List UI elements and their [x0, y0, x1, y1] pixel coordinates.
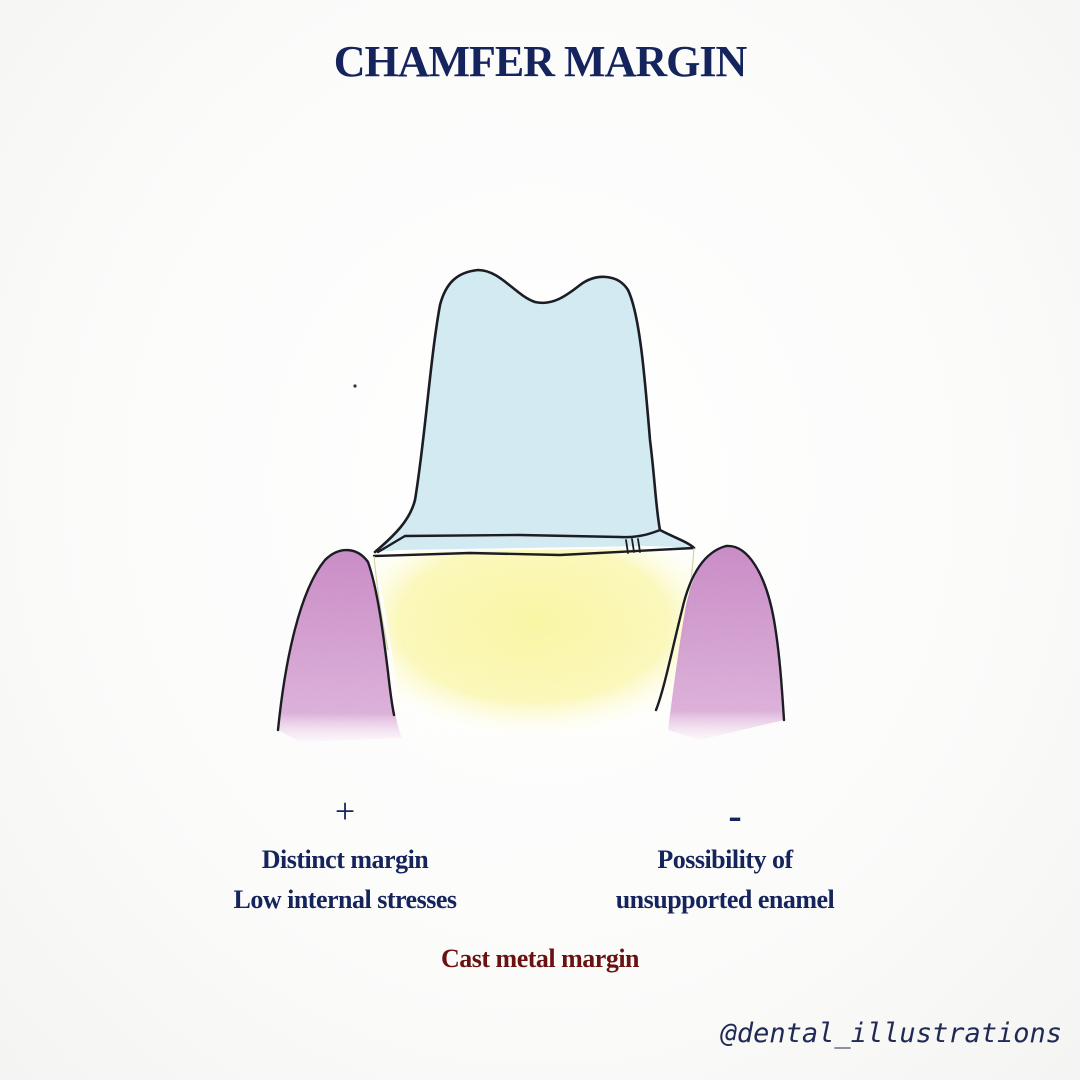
advantage-item: Low internal stresses [233, 885, 457, 914]
gingiva-left [278, 550, 402, 742]
tooth-left-wall [373, 555, 389, 651]
advantage-item: Distinct margin [261, 845, 429, 874]
advantages-list: Distinct margin Low internal stresses [190, 840, 500, 920]
indication-note: Cast metal margin [440, 944, 640, 973]
gingiva-right [668, 545, 784, 740]
disadvantage-item: Possibility of [657, 845, 793, 874]
gingiva-left-outline [276, 548, 396, 732]
disadvantages-list: Possibility of unsupported enamel [570, 840, 880, 920]
disadvantage-item: unsupported enamel [615, 885, 835, 914]
disadvantages-symbol: - [728, 793, 742, 838]
pencil-dot [353, 384, 357, 388]
author-credit: @dental_illustrations [720, 1018, 1062, 1049]
advantages-symbol: + [334, 791, 356, 831]
tooth-root [372, 548, 694, 735]
margin-hatch [625, 538, 641, 554]
chamfer-margin-line [376, 528, 662, 554]
crown-outline [373, 268, 696, 554]
crown [375, 270, 694, 552]
page-title: CHAMFER MARGIN [333, 37, 748, 86]
gingiva-right-outline [654, 544, 786, 722]
